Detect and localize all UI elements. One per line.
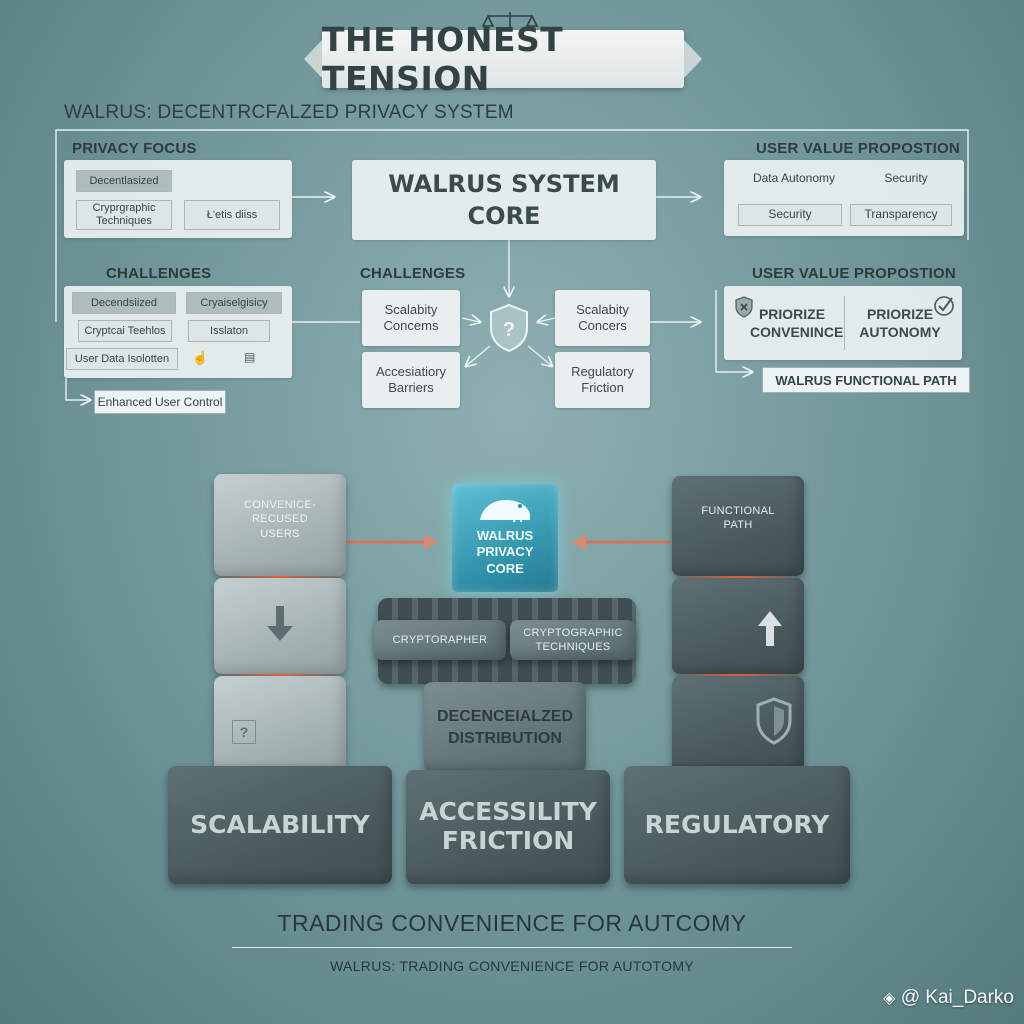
glow-seam [218, 674, 342, 677]
core-block-label: WALRUS PRIVACY CORE [452, 528, 558, 577]
watermark: ◈ @ Kai_Darko [883, 987, 1014, 1009]
prio-left-line2: CONVENINCE [750, 323, 844, 340]
privacy-chip: Ł'etis diiss [184, 200, 280, 230]
challenge-box: Accesiatiory Barriers [362, 352, 460, 408]
regulatory-base: REGULATORY [624, 766, 850, 884]
privacy-chip: Cryprgraphic Techniques [76, 200, 172, 230]
user-value-top-panel: Data Autonomy Security Security Transpar… [724, 160, 964, 236]
block-text-line: DECENCEIALZED [436, 708, 573, 725]
block-text-line: FUNCTIONAL [701, 505, 775, 517]
glow-seam [218, 576, 342, 579]
regulatory-label: REGULATORY [644, 809, 830, 839]
block-text-line: CRYPTOGRAPHIC [523, 627, 623, 639]
functional-path-label: FUNCTIONAL PATH [672, 504, 804, 533]
walrus-system-core-box: WALRUS SYSTEM CORE [352, 160, 656, 240]
value-item: Security [738, 204, 842, 226]
bottom-subtitle: WALRUS: TRADING CONVENIENCE FOR AUTOTOMY [330, 958, 694, 974]
walrus-privacy-core-block: WALRUS PRIVACY CORE [452, 484, 558, 592]
challenge-chip: Cryaiselgisicy [186, 292, 282, 314]
block-text-line: USERS [260, 527, 300, 540]
divider [844, 296, 845, 350]
challenge-chip: Decendsiized [72, 292, 176, 314]
cryptographic-techniques-block: CRYPTOGRAPHIC TECHNIQUES [510, 620, 636, 660]
shield-icon [756, 697, 792, 745]
glow-seam [676, 674, 800, 677]
distribution-label: DECENCEIALZED DISTRIBUTION [424, 706, 586, 751]
shield-question-icon: ? [490, 303, 528, 353]
challenges-mid-label: CHALLENGES [360, 265, 466, 282]
down-arrow-block [214, 578, 346, 674]
block-text-line: RECUSED [252, 513, 308, 526]
privacy-chip: Decentlasized [76, 170, 172, 192]
prio-left-line1: PRIORIZE [758, 306, 826, 322]
prio-right-line1: PRIORIZE [866, 306, 934, 322]
value-item: Security [884, 171, 928, 186]
convenience-users-block: CONVENICE- RECUSED USERS [214, 474, 346, 576]
diamond-logo-icon: ◈ [883, 990, 896, 1007]
decentralized-distribution-block: DECENCEIALZED DISTRIBUTION [424, 682, 586, 772]
block-text-line: CONVENICE- [243, 499, 317, 511]
glow-seam [676, 576, 800, 579]
divider [232, 947, 792, 948]
page-title: THE HONEST TENSION [322, 20, 564, 98]
functional-path-block: FUNCTIONAL PATH [672, 476, 804, 576]
shield-block [672, 676, 804, 772]
system-heading: WALRUS: DECENTRCFALZED PRIVACY SYSTEM [64, 102, 514, 123]
hand-icon: ☝ [192, 350, 209, 365]
block-text-line: CORE [486, 560, 524, 576]
prioritize-autonomy: PRIORIZE AUTONOMY [852, 306, 948, 341]
block-text-line: TECHNIQUES [535, 641, 611, 654]
accessibility-friction-base: ACCESSILITY FRICTION [406, 770, 610, 884]
check-circle-icon [934, 296, 954, 316]
privacy-focus-panel: Decentlasized Cryprgraphic Techniques Ł'… [64, 160, 292, 238]
svg-text:?: ? [503, 319, 515, 341]
core-title-line2: CORE [467, 202, 541, 230]
accessibility-label: ACCESSILITY [419, 797, 597, 827]
question-block: ? [214, 676, 346, 772]
challenge-box: Scalabity Concems [362, 290, 460, 346]
cryptographer-label: CRYPTORAPHER [392, 633, 488, 646]
cryptographer-block: CRYPTORAPHER [374, 620, 506, 660]
convenience-users-label: CONVENICE- RECUSED USERS [214, 498, 346, 541]
title-banner: THE HONEST TENSION [304, 20, 702, 98]
challenge-chip: Cryptcai Teehlos [78, 320, 172, 342]
up-arrow-block [672, 578, 804, 674]
document-icon: ▤ [244, 350, 256, 364]
shield-x-icon [735, 296, 753, 318]
challenge-chip: Isslaton [188, 320, 270, 342]
scalability-label: SCALABILITY [190, 809, 370, 839]
watermark-text: @ Kai_Darko [900, 987, 1014, 1008]
value-item: Transparency [850, 204, 952, 226]
challenges-left-label: CHALLENGES [106, 265, 212, 282]
prio-right-line2: AUTONOMY [859, 323, 941, 340]
bottom-title: TRADING CONVENIENCE FOR AUTCOMY [277, 910, 747, 936]
walrus-functional-path-box: WALRUS FUNCTIONAL PATH [762, 367, 970, 393]
block-text-line: PATH [723, 519, 753, 532]
friction-label: FRICTION [441, 826, 575, 855]
block-text-line: DISTRIBUTION [448, 730, 562, 748]
challenge-chip: User Data Isolotten [66, 348, 178, 370]
question-icon: ? [232, 720, 256, 744]
walrus-icon [480, 500, 530, 523]
prioritize-convenience: PRIORIZE CONVENINCE [750, 306, 844, 341]
value-item: Data Autonomy [752, 171, 836, 186]
user-value-mid-label: USER VALUE PROPOSTION [752, 265, 956, 282]
block-text-line: PRIVACY [476, 544, 534, 560]
challenge-box: Scalabity Concers [555, 290, 650, 346]
user-value-top-label: USER VALUE PROPOSTION [756, 140, 960, 157]
core-title-line1: WALRUS SYSTEM [388, 169, 620, 198]
challenges-left-panel: Decendsiized Cryaiselgisicy Cryptcai Tee… [64, 286, 292, 378]
scalability-base: SCALABILITY [168, 766, 392, 884]
block-text-line: WALRUS [476, 528, 534, 543]
arrow-up-icon [758, 611, 782, 646]
arrow-down-icon [267, 606, 293, 641]
crypto-tech-label: CRYPTOGRAPHIC TECHNIQUES [510, 626, 636, 655]
enhanced-user-control-box: Enhanced User Control [94, 390, 226, 414]
privacy-focus-label: PRIVACY FOCUS [72, 140, 197, 157]
challenge-box: Regulatory Friction [555, 352, 650, 408]
user-value-mid-panel: PRIORIZE CONVENINCE PRIORIZE AUTONOMY [724, 286, 962, 360]
